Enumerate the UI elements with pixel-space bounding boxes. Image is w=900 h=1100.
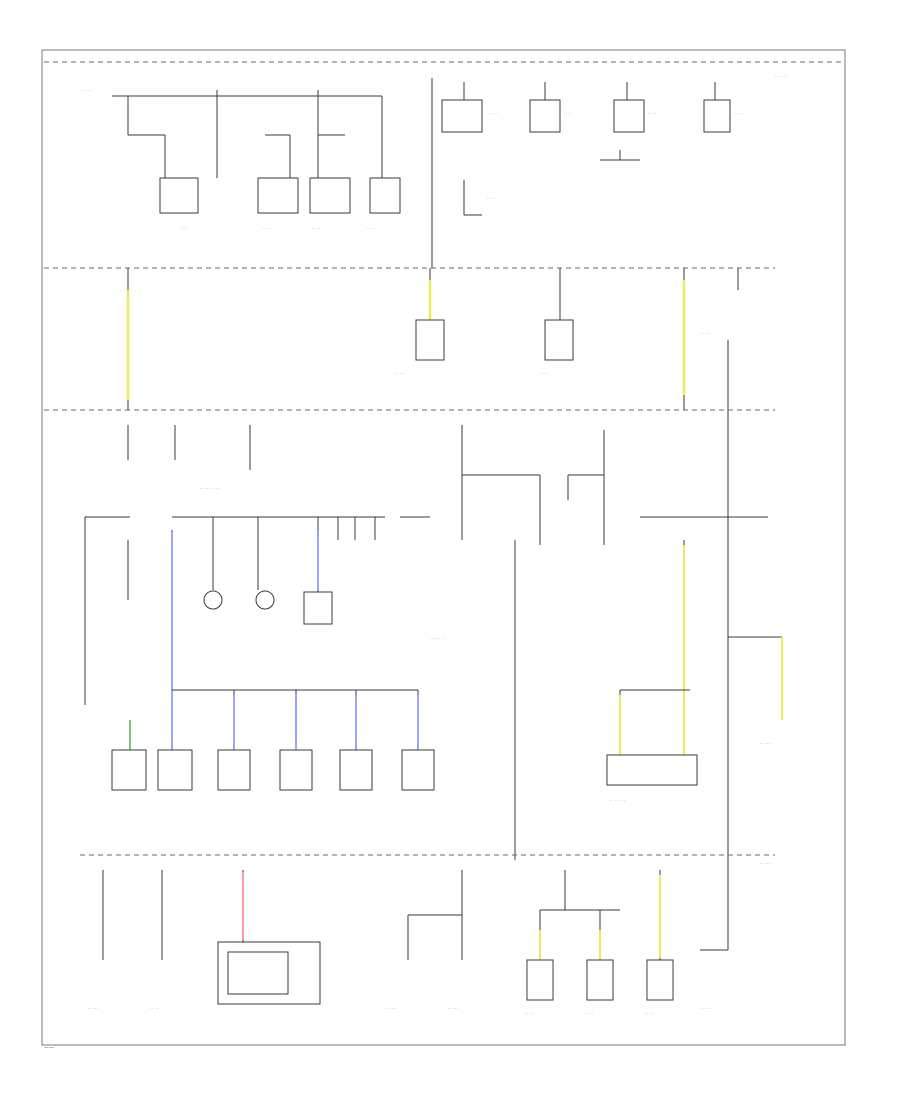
svg-text:· · · ·: · · · ·	[540, 372, 548, 376]
corner-mark: ——	[44, 1045, 54, 1051]
svg-text:· · · ·: · · · ·	[648, 112, 656, 116]
svg-text:· · · · · ·: · · · · · ·	[385, 1007, 398, 1011]
svg-text:· · · · ·: · · · · ·	[82, 89, 92, 93]
svg-text:· · · ·: · · · ·	[525, 1012, 533, 1016]
svg-text:· · · · ·: · · · · ·	[700, 332, 710, 336]
svg-text:· · · ·: · · · ·	[150, 1007, 158, 1011]
svg-text:· · · · · ·: · · · · · ·	[760, 742, 773, 746]
svg-text:· · · · · ·: · · · · · ·	[775, 75, 788, 79]
relay-section-top-left: · · · · · · · · · · · · · · · · · · · · …	[82, 89, 401, 231]
svg-text:· · · ·: · · · ·	[490, 112, 498, 116]
svg-text:· · · ·: · · · ·	[366, 227, 374, 231]
section-4: · · · · · · · · · · · · · · · · · · · · …	[88, 860, 773, 1016]
svg-text:· · · · · · ·: · · · · · · ·	[430, 637, 445, 641]
relay-box-4	[369, 177, 401, 214]
svg-text:· · · ·: · · · ·	[564, 112, 572, 116]
svg-text:· · · · · · · · ·: · · · · · · · · ·	[200, 487, 219, 491]
diagram-frame	[41, 49, 846, 1046]
svg-text:· · · · · ·: · · · · · ·	[700, 1007, 713, 1011]
svg-text:· · · ·: · · · ·	[180, 227, 188, 231]
relay-box-1	[159, 177, 199, 214]
lamp-1-icon	[203, 590, 223, 610]
svg-text:· · · ·: · · · ·	[645, 1012, 653, 1016]
svg-text:· · · ·: · · · ·	[262, 227, 270, 231]
svg-text:· · · ·: · · · ·	[585, 1012, 593, 1016]
svg-text:· · · ·: · · · ·	[312, 227, 320, 231]
section-3: · · · · · · · · · · · · · · · · · · · · …	[84, 410, 783, 860]
svg-text:· · · ·: · · · ·	[487, 197, 495, 201]
svg-text:· · · · · · ·: · · · · · · ·	[610, 799, 625, 803]
lamp-2-icon	[255, 590, 275, 610]
svg-text:· · · · ·: · · · · ·	[88, 1007, 98, 1011]
relay-section-top-right: · · · · · · · · · · · · · · · · · · · · …	[441, 75, 788, 216]
relay-box-3	[309, 177, 351, 214]
svg-text:· · · · ·: · · · · ·	[395, 372, 405, 376]
section-2: · · · · · · · · · · · · · ·	[126, 268, 739, 410]
relay-box-2	[257, 177, 299, 214]
svg-text:· · · · ·: · · · · ·	[448, 1007, 458, 1011]
svg-text:· · · · · ·: · · · · · ·	[760, 862, 773, 866]
svg-text:· · · ·: · · · ·	[735, 112, 743, 116]
